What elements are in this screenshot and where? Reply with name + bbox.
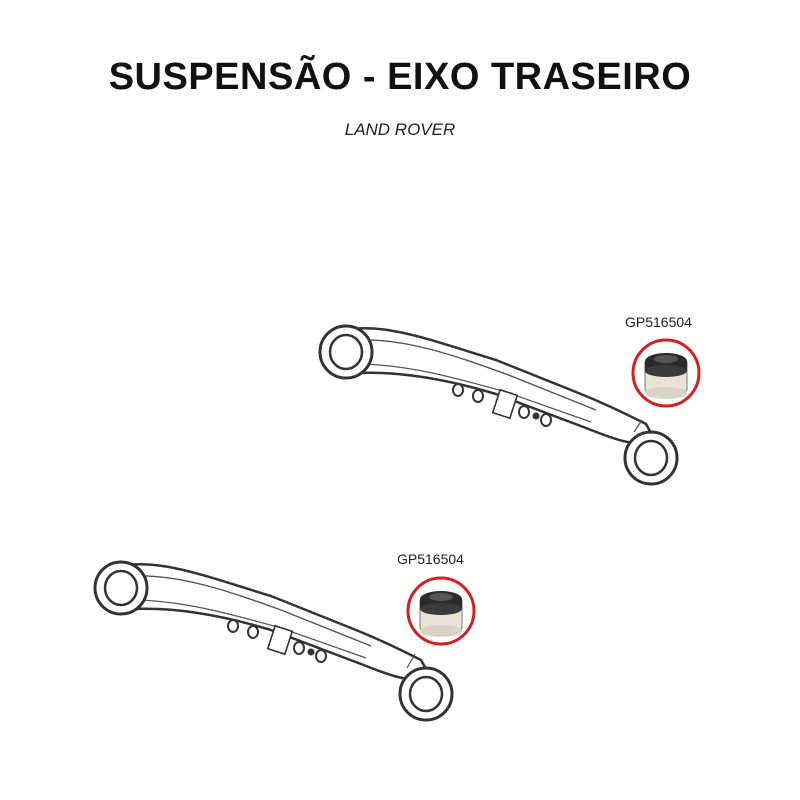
leader-line-2 — [406, 653, 416, 669]
bushing-image-2 — [406, 576, 476, 646]
page-title: SUSPENSÃO - EIXO TRASEIRO — [108, 56, 692, 98]
part-code-label-2: GP516504 — [397, 551, 464, 567]
part-code-label-1: GP516504 — [625, 314, 692, 330]
rear-arm-lower — [93, 560, 454, 722]
leader-line-1 — [633, 419, 643, 433]
bushing-image-1 — [631, 338, 701, 408]
brand-subtitle: LAND ROVER — [344, 120, 456, 139]
rear-arm-upper — [318, 324, 679, 486]
